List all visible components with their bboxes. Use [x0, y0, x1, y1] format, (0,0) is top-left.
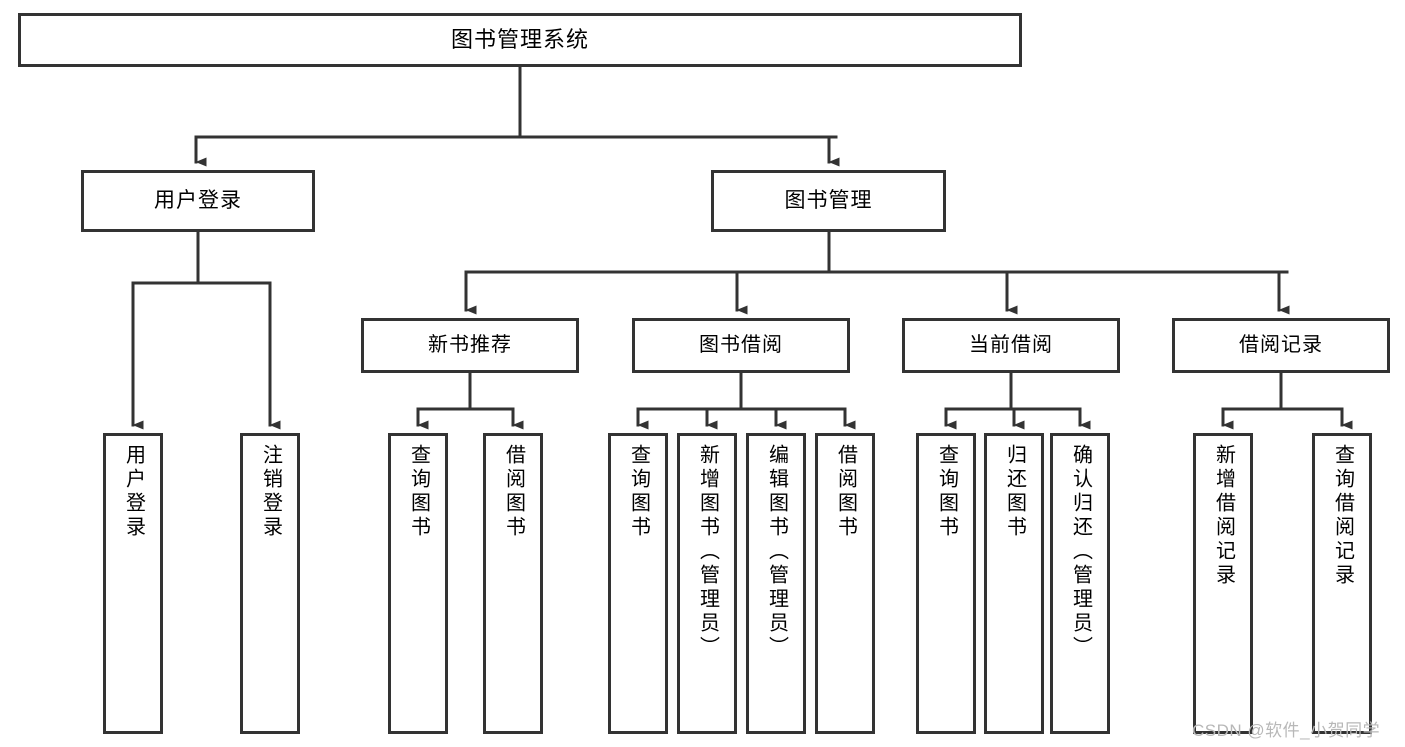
node-leaf-edit-book-label: 编辑图书（管理员） [765, 444, 788, 660]
node-leaf-confirm-return[interactable]: 确认归还（管理员） [1050, 433, 1110, 734]
node-root[interactable]: 图书管理系统 [18, 13, 1022, 67]
node-leaf-borrow-book-1[interactable]: 借阅图书 [483, 433, 543, 734]
node-leaf-query-book-2-label: 查询图书 [627, 444, 650, 540]
node-book-borrow-label: 图书借阅 [699, 334, 783, 356]
node-leaf-query-book-1-label: 查询图书 [407, 444, 430, 540]
node-leaf-borrow-book-2[interactable]: 借阅图书 [815, 433, 875, 734]
node-book-manage[interactable]: 图书管理 [711, 170, 946, 232]
node-leaf-add-book-label: 新增图书（管理员） [696, 444, 719, 660]
node-leaf-return-book-label: 归还图书 [1003, 444, 1026, 540]
node-root-label: 图书管理系统 [450, 27, 589, 53]
node-leaf-user-logout-label: 注销登录 [259, 444, 282, 540]
node-leaf-edit-book[interactable]: 编辑图书（管理员） [746, 433, 806, 734]
node-new-book-rec[interactable]: 新书推荐 [361, 318, 579, 373]
node-leaf-return-book[interactable]: 归还图书 [984, 433, 1044, 734]
node-leaf-add-record-label: 新增借阅记录 [1212, 444, 1235, 588]
node-book-borrow[interactable]: 图书借阅 [632, 318, 850, 373]
node-current-borrow[interactable]: 当前借阅 [902, 318, 1120, 373]
node-leaf-query-book-3-label: 查询图书 [935, 444, 958, 540]
node-leaf-query-book-3[interactable]: 查询图书 [916, 433, 976, 734]
node-leaf-user-login[interactable]: 用户登录 [103, 433, 163, 734]
node-leaf-user-logout[interactable]: 注销登录 [240, 433, 300, 734]
node-leaf-query-book-2[interactable]: 查询图书 [608, 433, 668, 734]
csdn-watermark: CSDN @软件_小贺同学 [1192, 721, 1381, 740]
node-user-login-label: 用户登录 [154, 188, 242, 212]
node-current-borrow-label: 当前借阅 [969, 334, 1053, 356]
node-borrow-record[interactable]: 借阅记录 [1172, 318, 1390, 373]
node-leaf-confirm-return-label: 确认归还（管理员） [1069, 444, 1092, 660]
node-borrow-record-label: 借阅记录 [1239, 334, 1323, 356]
node-leaf-borrow-book-1-label: 借阅图书 [502, 444, 525, 540]
node-new-book-rec-label: 新书推荐 [428, 334, 512, 356]
node-leaf-add-book[interactable]: 新增图书（管理员） [677, 433, 737, 734]
node-leaf-user-login-label: 用户登录 [122, 444, 145, 540]
node-leaf-query-book-1[interactable]: 查询图书 [388, 433, 448, 734]
node-leaf-add-record[interactable]: 新增借阅记录 [1193, 433, 1253, 734]
node-leaf-query-record[interactable]: 查询借阅记录 [1312, 433, 1372, 734]
node-user-login[interactable]: 用户登录 [81, 170, 315, 232]
node-leaf-query-record-label: 查询借阅记录 [1331, 444, 1354, 588]
node-leaf-borrow-book-2-label: 借阅图书 [834, 444, 857, 540]
node-book-manage-label: 图书管理 [784, 188, 873, 212]
